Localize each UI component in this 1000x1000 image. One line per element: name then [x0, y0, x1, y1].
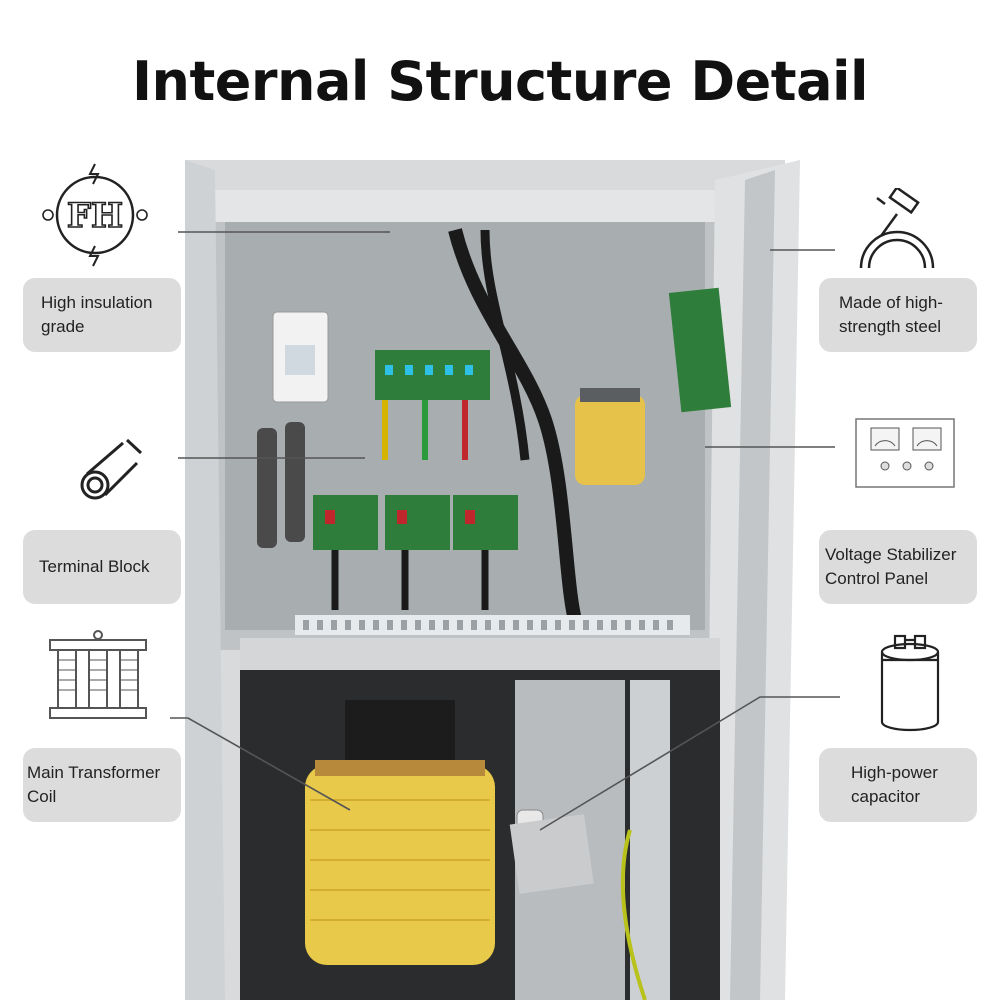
svg-text:FH: FH: [67, 196, 123, 236]
label-control-panel-text: Voltage Stabilizer Control Panel: [825, 545, 957, 588]
label-transformer-coil: Main Transformer Coil: [23, 748, 181, 822]
label-transformer-coil-text: Main Transformer Coil: [27, 763, 161, 806]
label-steel-text: Made of high-strength steel: [839, 293, 943, 336]
label-control-panel: Voltage Stabilizer Control Panel: [819, 530, 977, 604]
label-capacitor: High-power capacitor: [819, 748, 977, 822]
page-title: Internal Structure Detail: [131, 50, 869, 113]
label-terminal-block: Terminal Block: [23, 530, 181, 604]
label-steel: Made of high-strength steel: [819, 278, 977, 352]
cabinet-photo: [185, 160, 800, 1000]
label-terminal-block-text: Terminal Block: [39, 557, 150, 576]
label-insulation: High insulation grade: [23, 278, 181, 352]
control-panel-icon: [855, 418, 955, 488]
fh-logo-icon: FH: [42, 163, 148, 267]
hammer-steel-icon: [859, 188, 935, 269]
cable-icon: [80, 438, 143, 500]
transformer-coil-icon: [49, 630, 147, 719]
label-insulation-text: High insulation grade: [41, 293, 153, 336]
capacitor-icon: [880, 634, 940, 732]
label-capacitor-text: High-power capacitor: [851, 763, 938, 806]
